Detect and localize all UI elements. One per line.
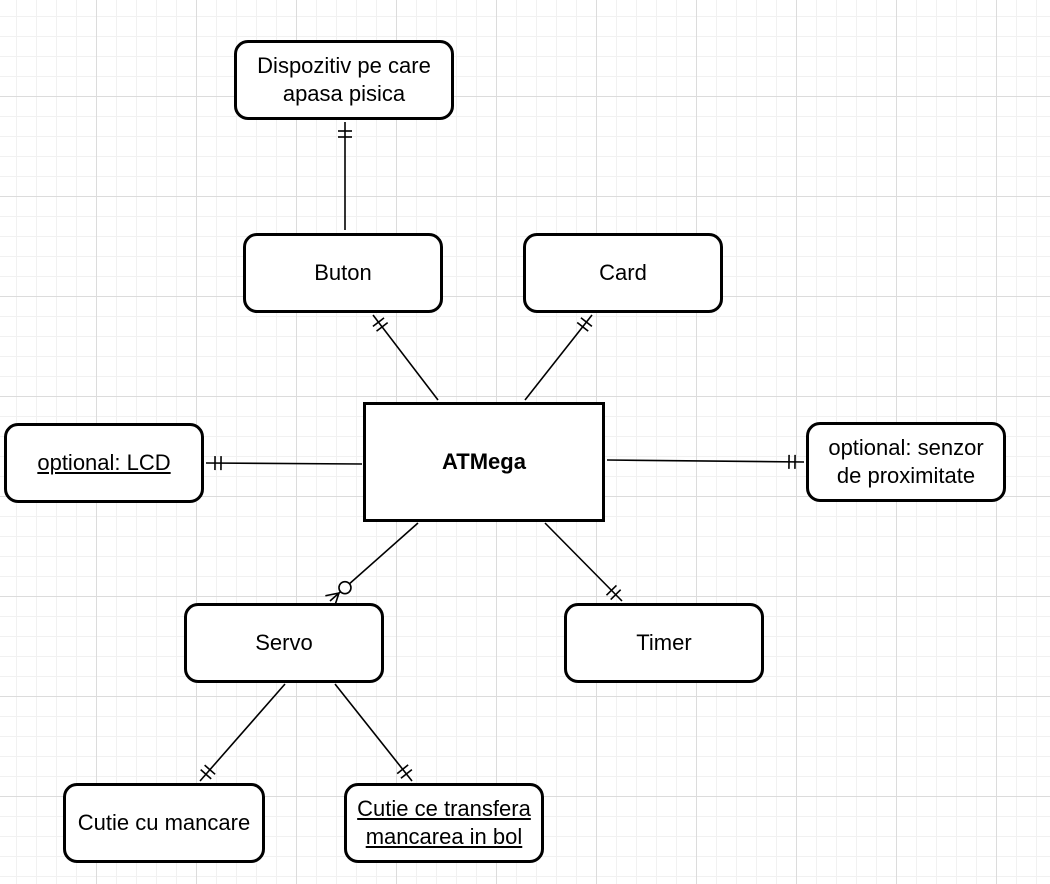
node-lcd-label: optional: LCD bbox=[37, 450, 171, 475]
node-servo[interactable]: Servo bbox=[184, 603, 384, 683]
node-timer-label: Timer bbox=[636, 630, 692, 655]
node-timer[interactable]: Timer bbox=[564, 603, 764, 683]
node-lcd[interactable]: optional: LCD bbox=[4, 423, 204, 503]
node-senzor-line-1: optional: senzor bbox=[828, 435, 984, 460]
edge-atmega-senzor bbox=[606, 454, 805, 469]
edge-atmega-timer bbox=[544, 522, 623, 602]
edge-atmega-buton bbox=[372, 314, 439, 401]
node-dispozitiv[interactable]: Dispozitiv pe care apasa pisica bbox=[234, 40, 454, 120]
node-senzor[interactable]: optional: senzor de proximitate bbox=[806, 422, 1006, 502]
edge-buton-dispozitiv bbox=[338, 122, 352, 230]
node-senzor-line-2: de proximitate bbox=[836, 463, 976, 488]
node-servo-label: Servo bbox=[255, 630, 313, 655]
node-cutie-mancare[interactable]: Cutie cu mancare bbox=[63, 783, 265, 863]
node-dispozitiv-line-2: apasa pisica bbox=[282, 81, 406, 106]
edge-atmega-lcd bbox=[205, 456, 363, 471]
node-card-label: Card bbox=[599, 260, 647, 285]
node-buton-label: Buton bbox=[314, 260, 372, 285]
edge-atmega-card bbox=[524, 314, 593, 401]
node-card[interactable]: Card bbox=[523, 233, 723, 313]
node-cutie-transfer-line-1: Cutie ce transfera bbox=[357, 796, 531, 821]
edge-servo-cutie_transfer bbox=[334, 683, 413, 782]
node-dispozitiv-line-1: Dispozitiv pe care bbox=[257, 53, 431, 78]
node-atmega-label: ATMega bbox=[442, 449, 526, 474]
node-buton[interactable]: Buton bbox=[243, 233, 443, 313]
node-cutie-mancare-label: Cutie cu mancare bbox=[77, 810, 251, 835]
node-cutie-transfer-line-2: mancarea in bol bbox=[365, 824, 523, 849]
node-cutie-transfer[interactable]: Cutie ce transfera mancarea in bol bbox=[344, 783, 544, 863]
edge-servo-cutie_mancare bbox=[199, 683, 286, 782]
edge-atmega-servo bbox=[325, 522, 419, 607]
node-atmega[interactable]: ATMega bbox=[363, 402, 605, 522]
